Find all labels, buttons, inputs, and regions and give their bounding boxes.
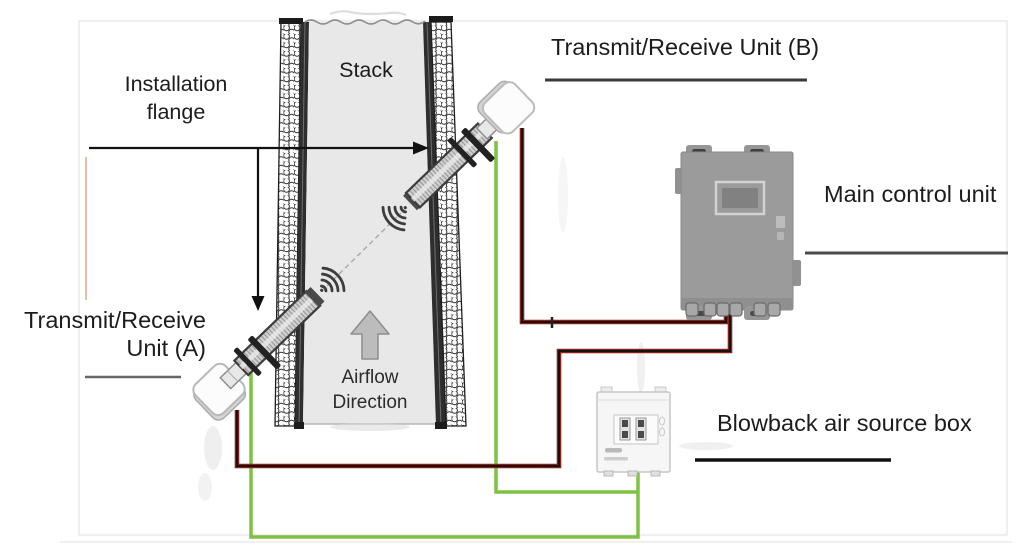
air-hose-b bbox=[494, 141, 637, 494]
unit-b-flange-bar bbox=[447, 137, 477, 168]
transmit-receive-unit-a-graphic bbox=[192, 287, 325, 421]
main-control-unit-label: Main control unit bbox=[824, 181, 997, 207]
stack-interior bbox=[303, 22, 437, 424]
control-unit-cable-glands bbox=[685, 302, 781, 317]
blowback-air-source-box-graphic bbox=[596, 386, 671, 477]
signal-cable-b bbox=[519, 128, 729, 325]
blowback-valves bbox=[619, 417, 647, 441]
blowback-air-source-box-label: Blowback air source box bbox=[717, 410, 972, 436]
unit-b-head bbox=[481, 81, 536, 135]
airflow-arrow-icon bbox=[350, 310, 390, 360]
air-hose-a bbox=[249, 372, 640, 539]
main-control-unit-graphic bbox=[675, 145, 801, 320]
wifi-signal-b-icon bbox=[381, 205, 407, 232]
ghost-smudges bbox=[198, 157, 733, 501]
transmit-receive-unit-b-label: Transmit/Receive Unit (B) bbox=[551, 34, 820, 60]
airflow-direction-label: Airflow Direction bbox=[332, 367, 408, 413]
transmit-receive-unit-b-graphic bbox=[403, 80, 536, 211]
flange-pointer-arrow bbox=[89, 141, 429, 155]
unit-a-flange-bar bbox=[248, 335, 281, 370]
flange-pointer-down-arrow bbox=[251, 149, 265, 311]
signal-cable-a bbox=[234, 314, 733, 469]
unit-a-flange-bar bbox=[233, 347, 262, 376]
transmit-receive-unit-a-label: Transmit/Receive Unit (A) bbox=[24, 307, 206, 361]
installation-flange-label: Installation flange bbox=[124, 72, 228, 124]
unit-b-flange-bar bbox=[461, 128, 495, 162]
measurement-beam-dashed-line bbox=[326, 212, 402, 287]
content-frame bbox=[78, 20, 1008, 536]
stack-torn-top-edge bbox=[304, 19, 426, 25]
wifi-signal-a-icon bbox=[320, 266, 346, 293]
stack-label: Stack bbox=[339, 58, 393, 82]
